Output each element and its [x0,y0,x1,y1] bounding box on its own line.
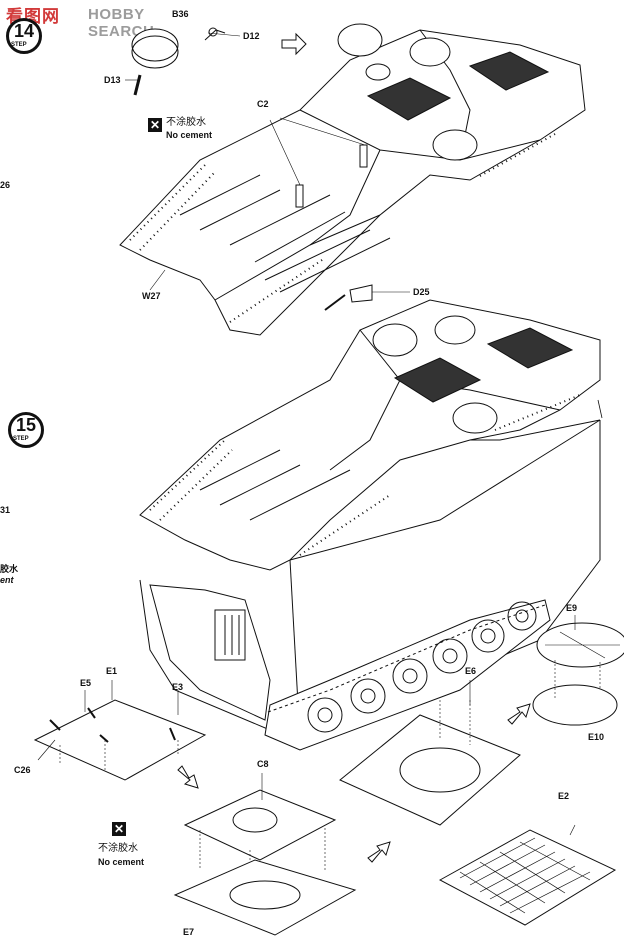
vehicle-assembled [139,299,603,751]
edge-fragment-cn: 胶水 [0,565,19,575]
part-label-e9: E9 [566,603,578,613]
no-cement-cn: 不涂胶水 [166,117,206,128]
no-cement-icon: ✕ [112,822,126,836]
part-label-d12: D12 [243,31,260,41]
part-label-e6: E6 [465,666,477,676]
part-label-w27: W27 [142,291,161,301]
edge-fragment-26: 26 [0,180,11,190]
edge-fragment-31: 31 [0,505,11,515]
no-cement-icon: ✕ [148,118,162,132]
part-label-e10: E10 [588,732,605,742]
floor-plate-e1 [33,699,207,781]
step-number: 15 [15,415,37,435]
floor-plate-e7 [173,859,357,936]
assembly-arrows [177,703,531,863]
part-label-e5: E5 [80,678,92,688]
floor-plate-c8 [183,789,337,880]
part-label-e2: E2 [558,791,570,801]
road-wheels [307,601,537,733]
step-circle [8,412,44,448]
edge-fragment-en: ent [0,575,14,585]
step-number: 14 [13,21,35,41]
part-label-e1: E1 [106,666,118,676]
step14-small-parts [125,27,410,311]
part-label-c2: C2 [257,99,269,109]
hatch-e9-e10 [532,622,624,726]
no-cement-en: No cement [166,130,213,140]
step-circle [6,18,42,54]
leader-lines [37,269,576,836]
step-word: STEP [11,42,27,48]
part-label-b36: B36 [172,9,189,19]
no-cement-cn: 不涂胶水 [98,843,138,854]
part-label-c8: C8 [257,759,269,769]
upper-hull-top [119,23,586,336]
hatch-plate-e6 [339,700,521,826]
floor-plate-e2 [438,829,617,926]
part-label-d13: D13 [104,75,121,85]
part-label-e7: E7 [183,927,195,937]
step-word: STEP [13,436,29,442]
part-label-e3: E3 [172,682,184,692]
part-label-d25: D25 [413,287,430,297]
part-label-c26: C26 [14,765,31,775]
no-cement-en: No cement [98,857,145,867]
